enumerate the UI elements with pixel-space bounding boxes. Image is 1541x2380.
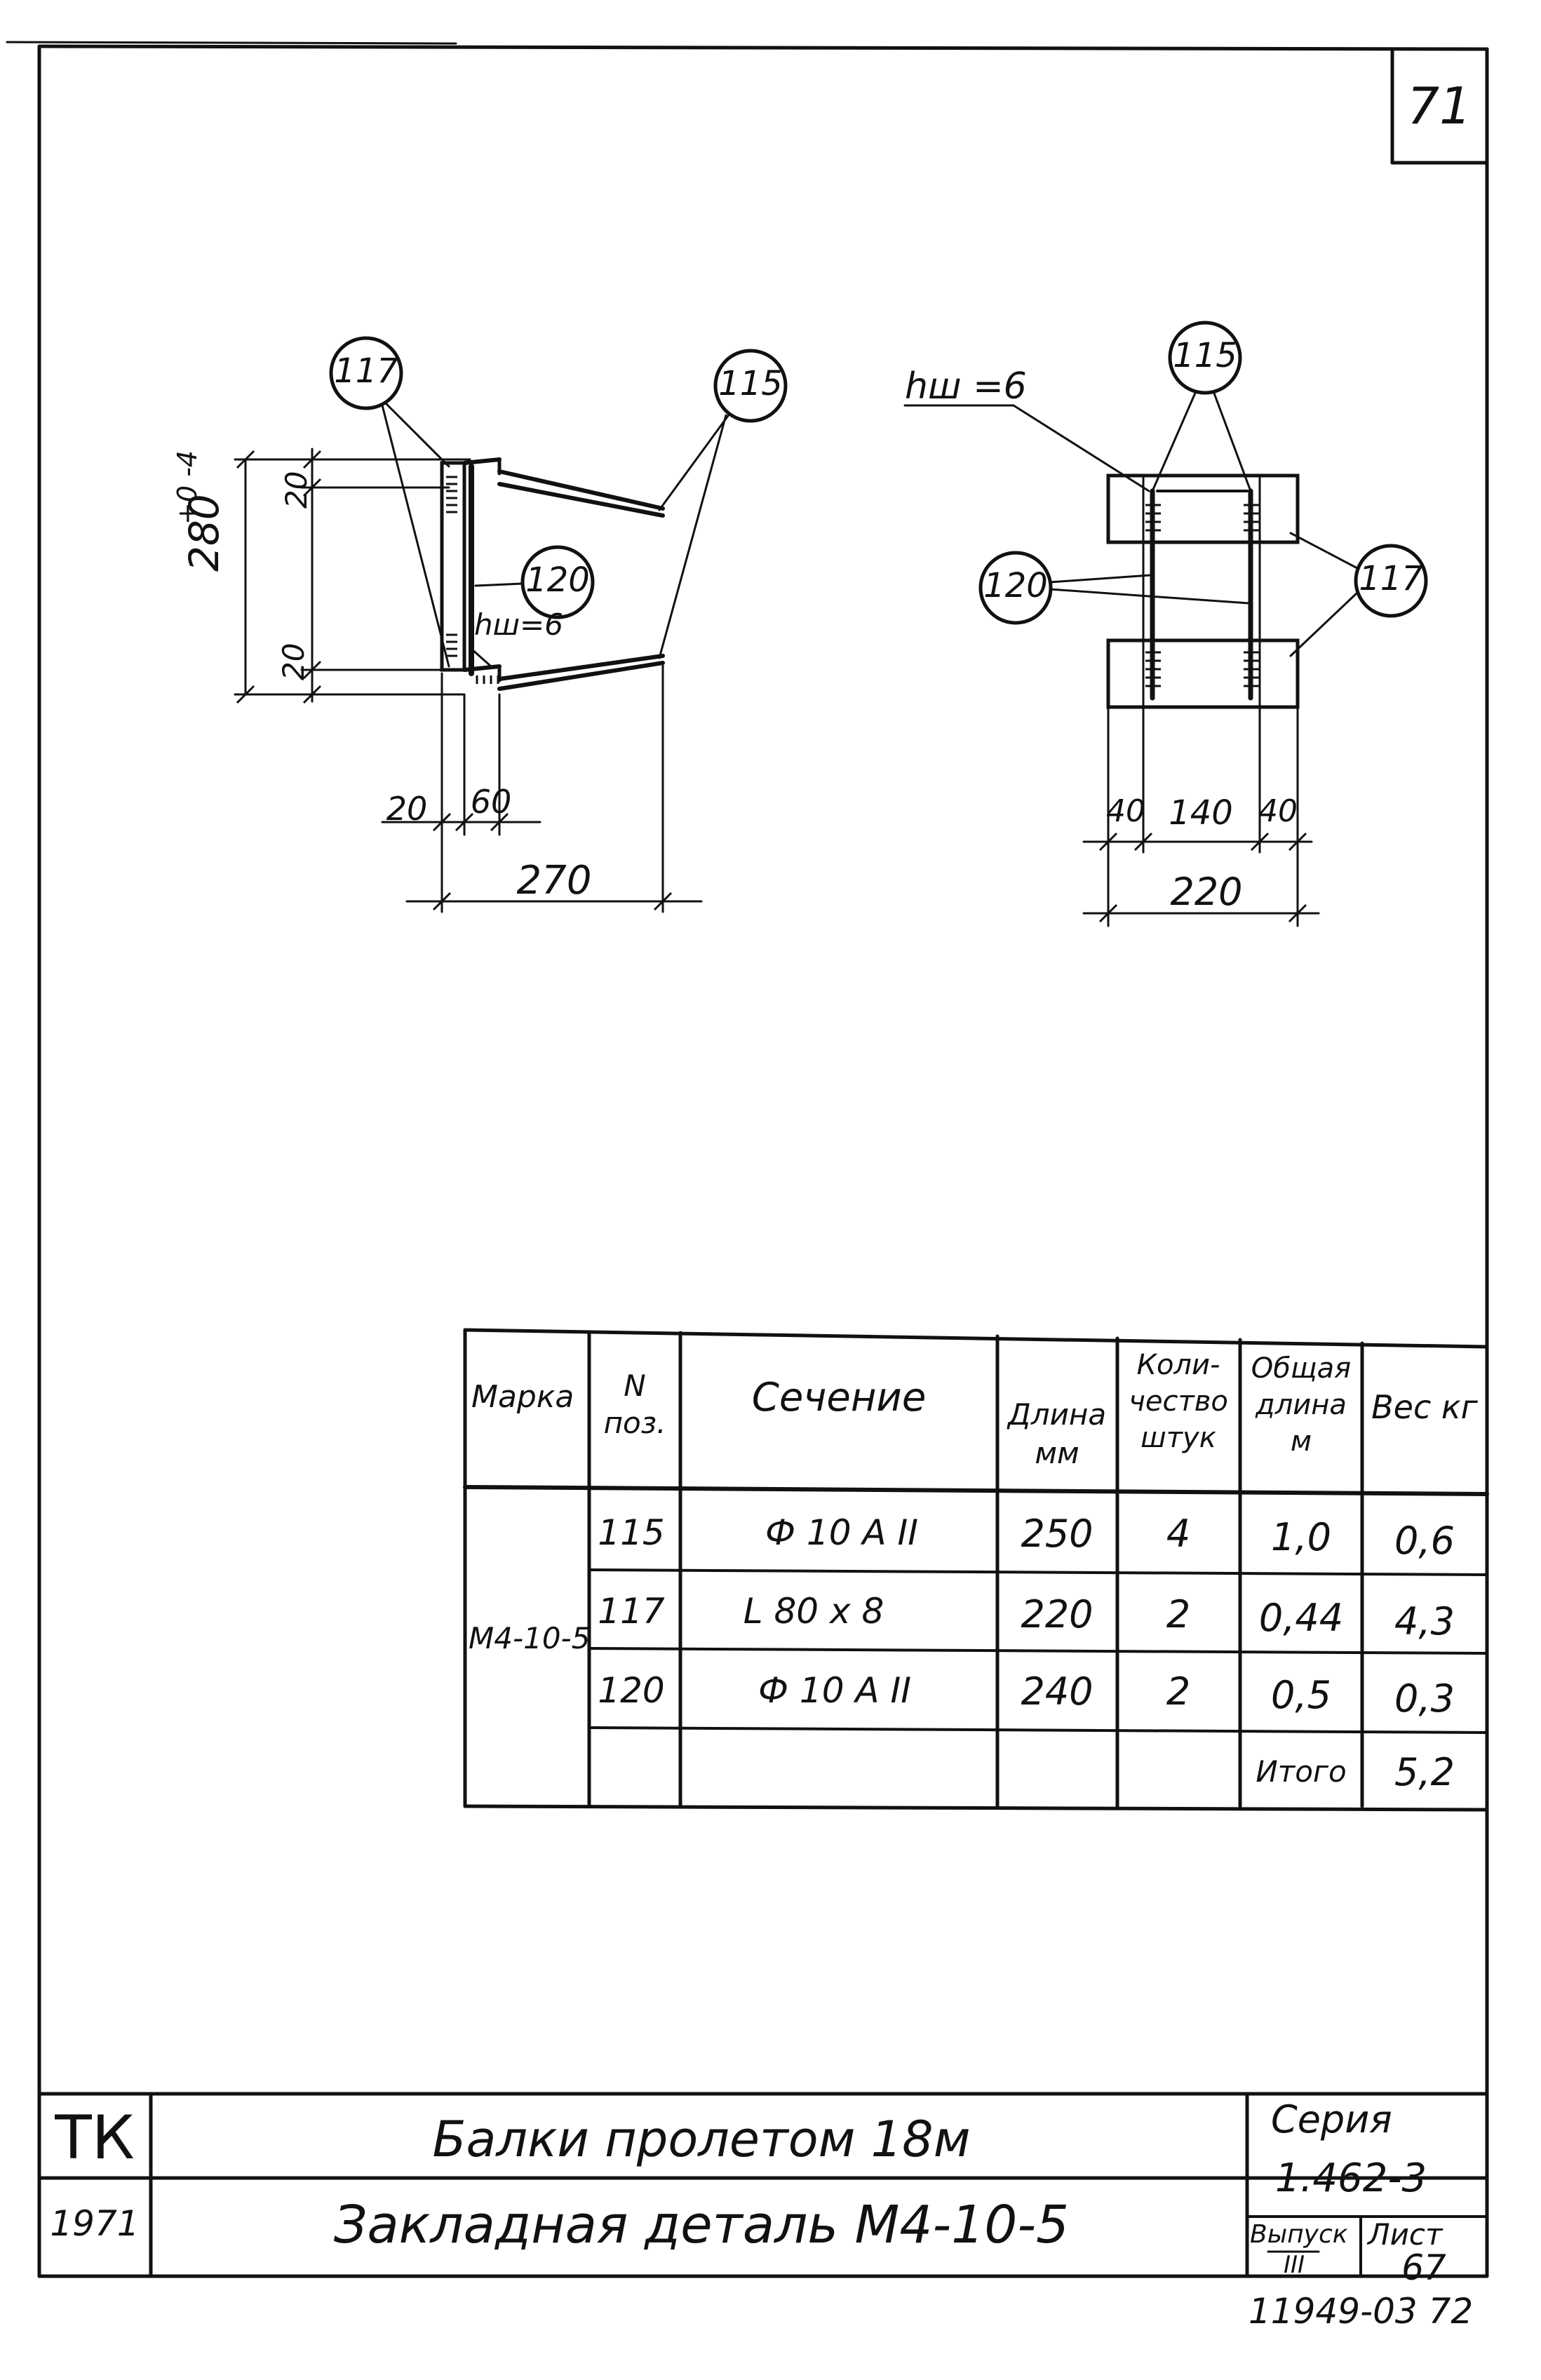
dim-tolerance: +0 -4 (172, 450, 203, 525)
right-view (903, 321, 1428, 927)
dim-overall-left: 270 (516, 858, 592, 903)
header-total-length: Общая длина м (1251, 1352, 1352, 1458)
header-section: Сечение (751, 1375, 927, 1420)
header-weight: Вес кг (1371, 1388, 1478, 1426)
dim-top-leg: 20 (279, 471, 314, 509)
series-value: 1.462-3 (1275, 2156, 1427, 2201)
header-pos: N поз. (603, 1369, 666, 1440)
row2-section: L 80 х 8 (743, 1591, 884, 1632)
callout-120-right (978, 551, 1053, 625)
row1-length: 250 (1021, 1512, 1093, 1556)
dim-bottom-leg: 20 (276, 643, 311, 680)
callout-117-right-label: 117 (1359, 559, 1423, 598)
row3-length: 240 (1021, 1669, 1093, 1714)
row2-weight: 4,3 (1394, 1599, 1455, 1643)
callout-117-left (329, 336, 403, 410)
issue-value: III (1283, 2251, 1305, 2279)
sheet-label: Лист (1368, 2217, 1443, 2252)
dim-bottom-b: 60 (470, 783, 512, 821)
issue-label: Выпуск (1250, 2220, 1348, 2249)
dim-right-b: 140 (1169, 793, 1233, 833)
callout-117-right (1354, 544, 1428, 618)
callout-120-left-label: 120 (525, 560, 590, 600)
callout-115-right-label: 115 (1173, 336, 1237, 375)
weld-label-left: hш=6 (474, 607, 563, 642)
row1-weight: 0,6 (1394, 1519, 1455, 1563)
header-length: Длина мм (1007, 1397, 1107, 1470)
bottom-code: 11949-03 72 (1249, 2291, 1474, 2332)
dim-bottom-a: 20 (386, 790, 428, 828)
title-line1: Балки пролетом 18м (432, 2111, 971, 2168)
callout-117-left-label: 117 (334, 351, 398, 391)
mark-value: М4-10-5 (469, 1621, 591, 1655)
row1-qty: 4 (1166, 1512, 1191, 1556)
total-label: Итого (1256, 1754, 1347, 1789)
callout-115-left (713, 349, 788, 423)
row2-length: 220 (1021, 1592, 1093, 1636)
row3-pos: 120 (598, 1670, 665, 1711)
row1-pos: 115 (598, 1512, 665, 1553)
row2-total-length: 0,44 (1258, 1596, 1344, 1640)
row3-qty: 2 (1166, 1669, 1191, 1714)
row3-total-length: 0,5 (1271, 1673, 1331, 1717)
callout-120-right-label: 120 (983, 566, 1048, 605)
year: 1971 (50, 2203, 140, 2244)
row2-pos: 117 (598, 1591, 665, 1632)
series-label: Серия (1271, 2097, 1392, 2142)
row1-total-length: 1,0 (1271, 1515, 1331, 1559)
org-code: ТК (55, 2103, 135, 2173)
title-line2: Закладная деталь М4-10-5 (333, 2195, 1070, 2255)
page-number: 71 (1407, 76, 1472, 135)
row2-qty: 2 (1166, 1592, 1191, 1636)
sheet-value: 67 (1401, 2247, 1446, 2288)
dim-right-a: 40 (1106, 793, 1145, 829)
header-qty: Коли-чество штук (1129, 1349, 1228, 1454)
row1-section: Ф 10 А II (765, 1512, 919, 1553)
dim-overall-right: 220 (1170, 870, 1243, 914)
row3-weight: 0,3 (1394, 1676, 1455, 1721)
callout-120-left (520, 545, 595, 619)
left-view (234, 336, 788, 913)
page-number-box (1390, 47, 1489, 165)
header-mark: Марка (471, 1379, 574, 1415)
callout-115-right (1168, 321, 1242, 395)
weld-label-right: hш =6 (905, 365, 1027, 408)
title-block-grid (37, 2092, 1489, 2278)
dim-right-c: 40 (1258, 793, 1298, 829)
spec-table-grid (463, 1328, 1489, 1812)
row3-section: Ф 10 А II (758, 1670, 912, 1711)
callout-115-left-label: 115 (718, 364, 783, 403)
total-value: 5,2 (1394, 1750, 1455, 1794)
